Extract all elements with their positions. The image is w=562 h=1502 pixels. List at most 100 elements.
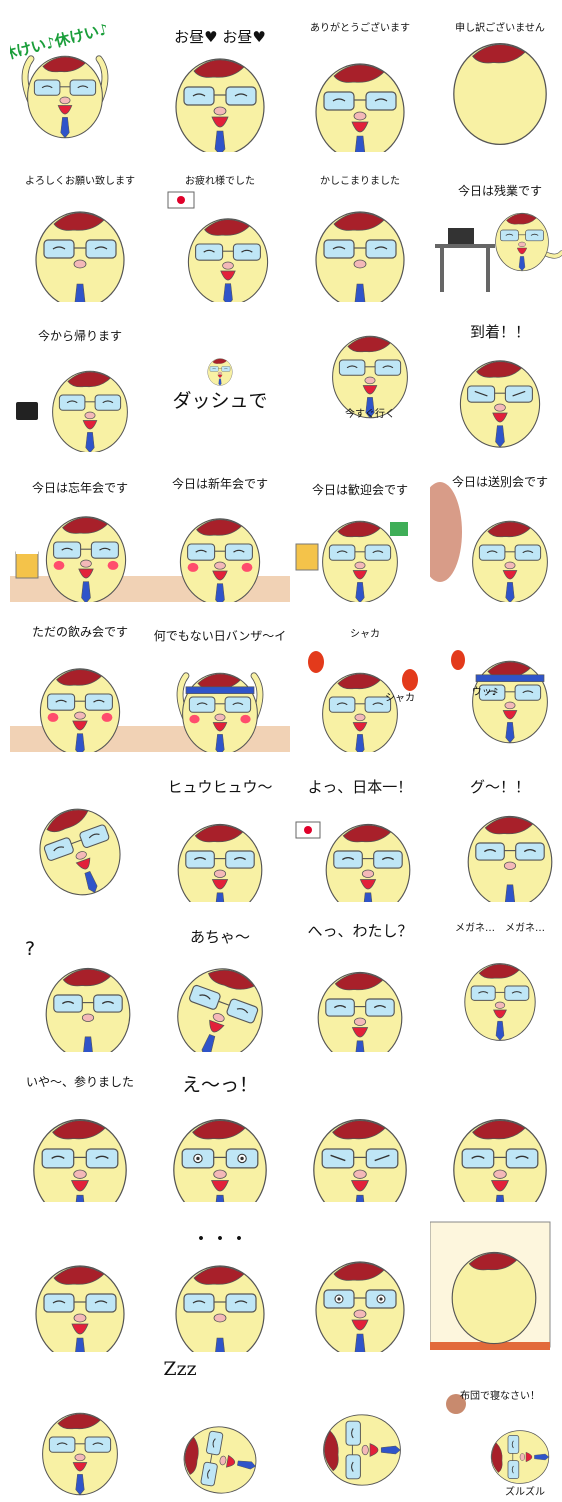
sticker-lying: [290, 1352, 430, 1502]
sticker-flag2: よっ、日本一！: [290, 752, 430, 902]
sticker-glasses: メガネ… メガネ…: [430, 902, 562, 1052]
sticker-caption: グ～！！: [469, 778, 530, 796]
character-illustration: [453, 1118, 547, 1202]
character-illustration: [42, 1412, 118, 1496]
character-illustration: [435, 212, 562, 292]
sticker-angry: [290, 1052, 430, 1202]
character-illustration: [177, 823, 263, 902]
sticker-farewell: 今日は送別会です: [430, 452, 562, 602]
sticker-caption: いや～、参りました: [25, 1075, 134, 1089]
sticker-caption: 今日は残業です: [457, 184, 542, 198]
sticker-welcome: 今日は歓迎会です: [290, 452, 430, 602]
sticker-caption-secondary: シャカ: [385, 693, 415, 704]
character-illustration: [173, 1118, 267, 1202]
sticker-caption: よっ、日本一！: [307, 778, 413, 796]
character-illustration: [430, 482, 548, 602]
character-illustration: [175, 58, 265, 152]
sticker-caption: よろしくお願い致します: [25, 176, 135, 187]
sticker-caption: 今日は送別会です: [451, 475, 548, 489]
sticker-cheer: 休けい♪休けい♪: [10, 2, 150, 152]
character-illustration: [295, 821, 411, 902]
sticker-shock: え～っ！: [150, 1052, 290, 1202]
character-illustration: [467, 815, 553, 902]
character-illustration: [35, 1265, 125, 1352]
sticker-caption: かしこまりました: [320, 176, 400, 187]
sticker-arrive: 到着！！: [430, 302, 562, 452]
sticker-caption: シャカ: [350, 629, 380, 640]
character-illustration: [10, 516, 150, 602]
sticker-caption: あちゃ～: [189, 928, 250, 946]
sticker-dance: [10, 1352, 150, 1502]
character-illustration: [315, 211, 405, 302]
character-illustration: [453, 42, 547, 146]
character-illustration: [10, 668, 150, 752]
sticker-caption: 布団で寝なさい！: [460, 1391, 540, 1402]
sticker-caption: メガネ… メガネ…: [455, 923, 545, 934]
sticker-caption: 何でもない日バンザ～イ: [153, 629, 287, 643]
character-illustration: [175, 1265, 265, 1352]
sticker-greet: よろしくお願い致します: [10, 152, 150, 302]
sticker-maracas2: ウッ♪: [430, 602, 562, 752]
character-illustration: [39, 808, 121, 896]
sticker-fall: ダッシュで: [150, 302, 290, 452]
sticker-caption: ウッ♪: [471, 687, 499, 698]
sticker-beer: 今日は忘年会です: [10, 452, 150, 602]
sticker-laugh: [10, 1202, 150, 1352]
sticker-caption: へっ、わたし？: [307, 922, 413, 940]
character-illustration: [16, 370, 128, 452]
sticker-onigiri: お昼♥ お昼♥: [150, 2, 290, 152]
character-illustration: [21, 55, 109, 139]
sticker-caption: ダッシュで: [172, 390, 268, 412]
character-illustration: [150, 672, 290, 752]
sticker-me: へっ、わたし？: [290, 902, 430, 1052]
sticker-flag: お疲れ様でした: [150, 152, 290, 302]
sticker-surrender: いや～、参りました: [10, 1052, 150, 1202]
sticker-maracas: シャカシャカ: [290, 602, 430, 752]
sticker-caption: Zzz: [163, 1358, 197, 1380]
character-illustration: [315, 1261, 405, 1352]
sticker-bow: 申し訳ございません: [430, 2, 562, 152]
character-illustration: [308, 651, 418, 752]
sticker-wall: [430, 1202, 562, 1352]
sticker-desk: 今日は残業です: [430, 152, 562, 302]
character-illustration: [207, 358, 233, 386]
character-illustration: [430, 1221, 551, 1350]
sticker-caption: 今すぐ行く: [345, 409, 395, 420]
character-illustration: [459, 360, 541, 448]
character-illustration: [295, 520, 408, 602]
sticker-scream: [290, 1202, 430, 1352]
sticker-drag: 布団で寝なさい！ ズルズル: [430, 1352, 562, 1502]
sticker-caption: ヒュウヒュウ～: [167, 778, 273, 796]
sticker-drink: ただの飲み会です: [10, 602, 150, 752]
sticker-cry: [430, 1052, 562, 1202]
character-illustration: [183, 1426, 257, 1494]
sticker-sleep: Zzz: [150, 1352, 290, 1502]
sticker-side: 今すぐ行く: [290, 302, 430, 452]
sticker-caption: ただの飲み会です: [31, 625, 128, 639]
character-illustration: [33, 1118, 127, 1202]
sticker-question: ?: [10, 902, 150, 1052]
character-illustration: [332, 335, 408, 419]
sticker-sake: 今日は新年会です: [150, 452, 290, 602]
character-illustration: [451, 650, 548, 744]
sticker-bag: 今から帰ります: [10, 302, 150, 452]
sticker-caption: ありがとうございます: [310, 23, 410, 34]
sticker-caption: 今から帰ります: [37, 329, 122, 343]
sticker-caption: 今日は新年会です: [171, 477, 268, 491]
character-illustration: [177, 968, 263, 1052]
sticker-caption: 今日は忘年会です: [31, 481, 128, 495]
character-illustration: [323, 1414, 401, 1486]
sticker-caption: ・・・: [191, 1228, 249, 1250]
character-illustration: [317, 971, 403, 1052]
sticker-thanks: ありがとうございます: [290, 2, 430, 152]
sticker-caption-secondary: ズルズル: [505, 1487, 545, 1498]
character-illustration: [150, 518, 290, 602]
sticker-caption: え～っ！: [181, 1074, 258, 1096]
character-illustration: [35, 211, 125, 302]
character-illustration: [45, 967, 131, 1052]
sticker-whistle: ヒュウヒュウ～: [150, 752, 290, 902]
character-illustration: [167, 191, 269, 302]
sticker-dots: ・・・: [150, 1202, 290, 1352]
character-illustration: [315, 63, 405, 152]
